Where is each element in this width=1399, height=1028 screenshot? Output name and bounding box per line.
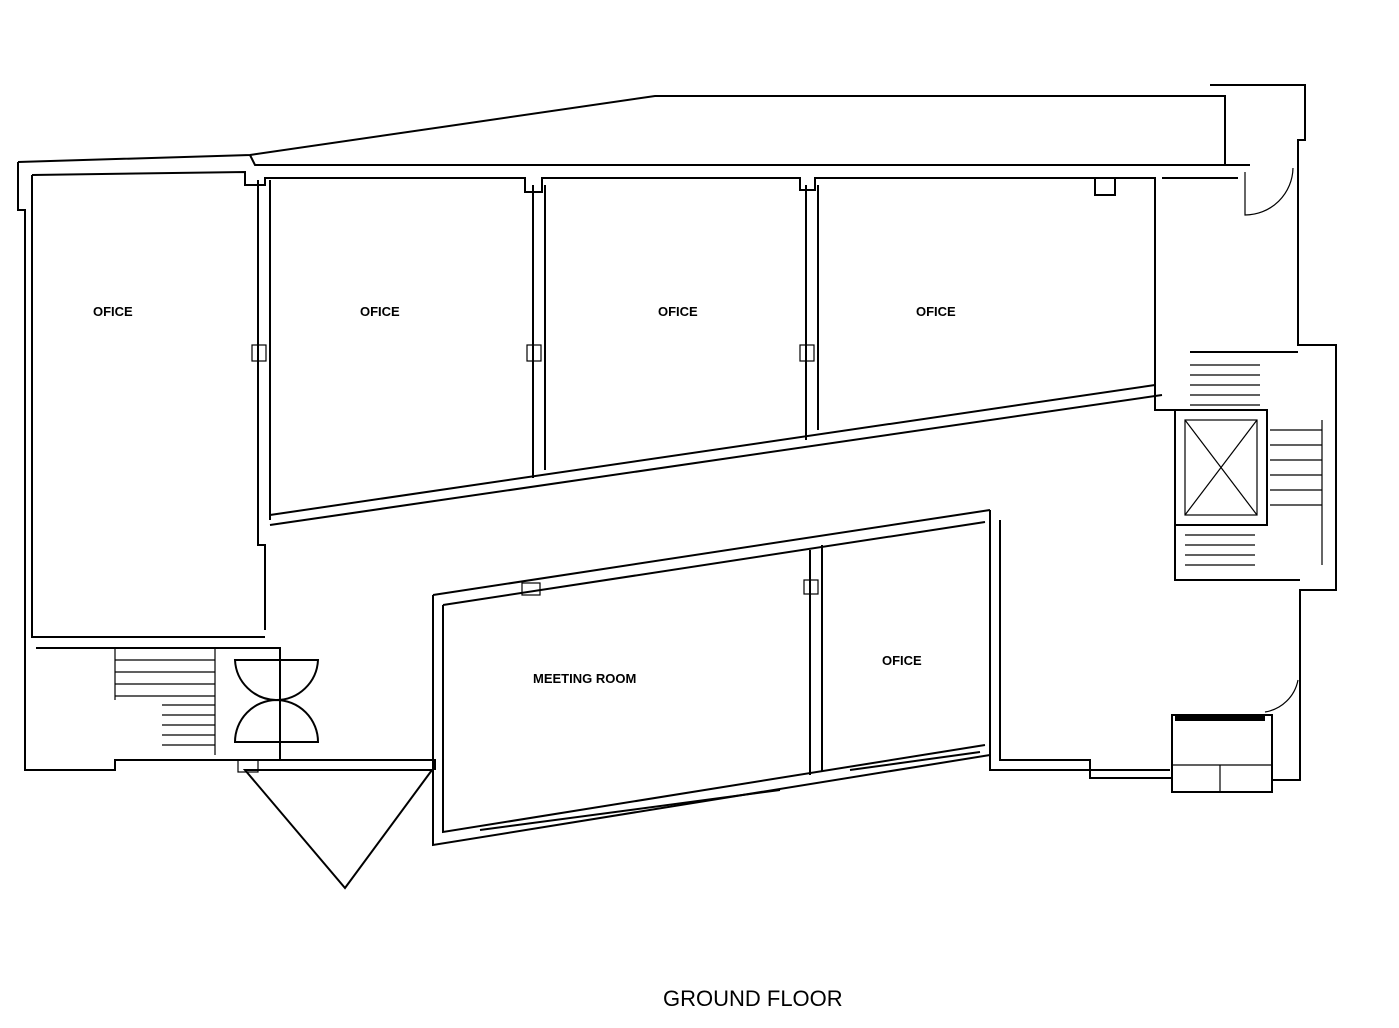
room-label-office-3: OFICE [658, 304, 698, 319]
interior-walls [36, 178, 1323, 890]
stairs-right [1185, 364, 1323, 566]
stairs-left [114, 648, 216, 755]
room-label-office-1: OFICE [93, 304, 133, 319]
exterior-walls [17, 84, 1337, 781]
room-label-office-2: OFICE [360, 304, 400, 319]
drawing-title: GROUND FLOOR [663, 986, 843, 1011]
room-label-office-5: OFICE [882, 653, 922, 668]
room-label-office-4: OFICE [916, 304, 956, 319]
room-label-meeting-room: MEETING ROOM [533, 671, 636, 686]
room-labels: OFICE OFICE OFICE OFICE MEETING ROOM OFI… [93, 304, 956, 686]
revolving-door [233, 659, 320, 743]
